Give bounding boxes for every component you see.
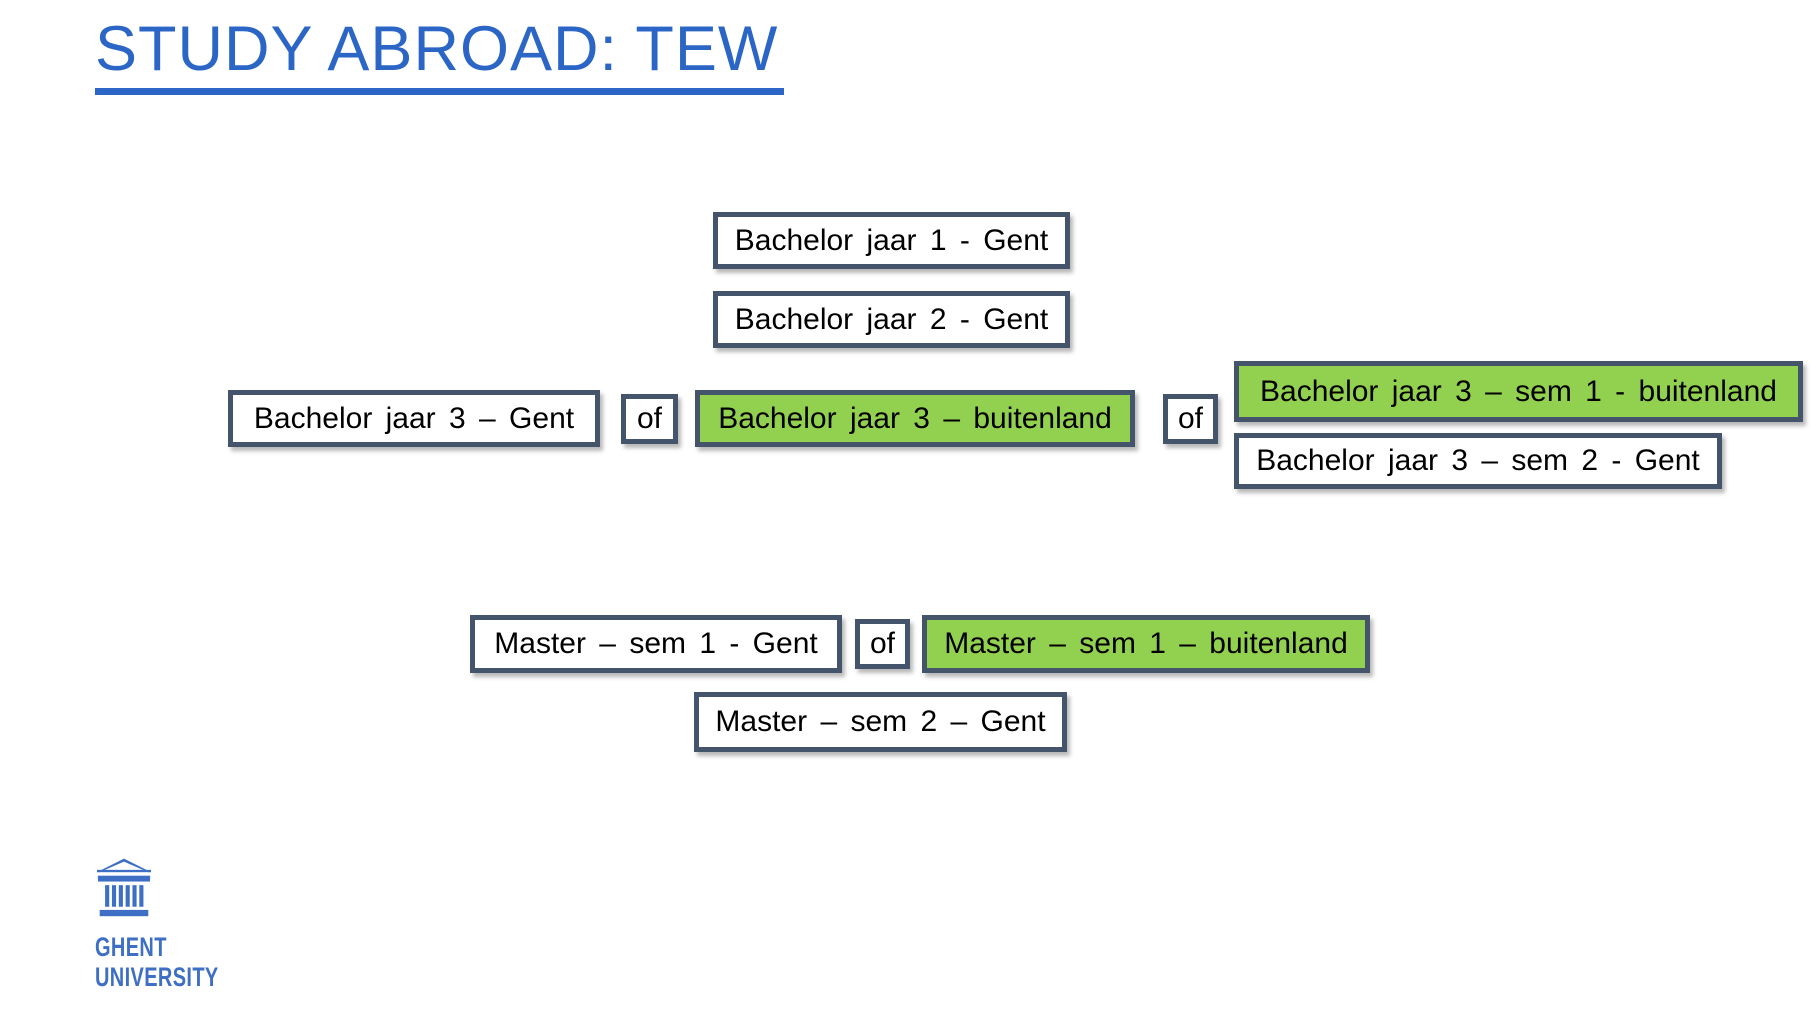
box-master-sem2-gent: Master – sem 2 – Gent xyxy=(694,692,1067,752)
box-label: Master – sem 2 – Gent xyxy=(715,705,1046,738)
box-bachelor-jaar-3-sem2-gent: Bachelor jaar 3 – sem 2 - Gent xyxy=(1234,433,1722,489)
logo-wordmark: GHENT UNIVERSITY xyxy=(95,932,219,992)
temple-columns-icon xyxy=(97,858,151,917)
of-label: of xyxy=(1177,402,1204,435)
box-label: Bachelor jaar 1 - Gent xyxy=(734,223,1049,257)
page-title: STUDY ABROAD: TEW xyxy=(95,14,785,95)
of-connector-box: of xyxy=(1163,394,1218,444)
box-bachelor-jaar-3-gent: Bachelor jaar 3 – Gent xyxy=(228,390,600,447)
box-label: Bachelor jaar 3 – sem 2 - Gent xyxy=(1256,444,1700,477)
box-label: Bachelor jaar 2 - Gent xyxy=(734,302,1049,336)
box-label: Bachelor jaar 3 – sem 1 - buitenland xyxy=(1260,374,1777,408)
box-label: Master – sem 1 – buitenland xyxy=(944,627,1348,660)
ghent-university-logo: GHENT UNIVERSITY xyxy=(95,858,262,992)
box-bachelor-jaar-3-sem1-buitenland: Bachelor jaar 3 – sem 1 - buitenland xyxy=(1234,361,1803,422)
box-bachelor-jaar-2-gent: Bachelor jaar 2 - Gent xyxy=(713,291,1070,348)
of-connector-box: of xyxy=(855,619,910,669)
box-master-sem1-buitenland: Master – sem 1 – buitenland xyxy=(922,615,1370,673)
box-master-sem1-gent: Master – sem 1 - Gent xyxy=(470,615,842,673)
box-bachelor-jaar-3-buitenland: Bachelor jaar 3 – buitenland xyxy=(695,390,1135,447)
of-connector-box: of xyxy=(621,394,678,444)
of-label: of xyxy=(869,627,896,660)
box-label: Master – sem 1 - Gent xyxy=(494,627,818,660)
logo-line-ghent: GHENT xyxy=(95,932,167,962)
logo-line-university: UNIVERSITY xyxy=(95,962,219,992)
box-label: Bachelor jaar 3 – Gent xyxy=(253,401,575,435)
box-bachelor-jaar-1-gent: Bachelor jaar 1 - Gent xyxy=(713,212,1070,269)
of-label: of xyxy=(636,402,663,435)
box-label: Bachelor jaar 3 – buitenland xyxy=(718,401,1112,435)
